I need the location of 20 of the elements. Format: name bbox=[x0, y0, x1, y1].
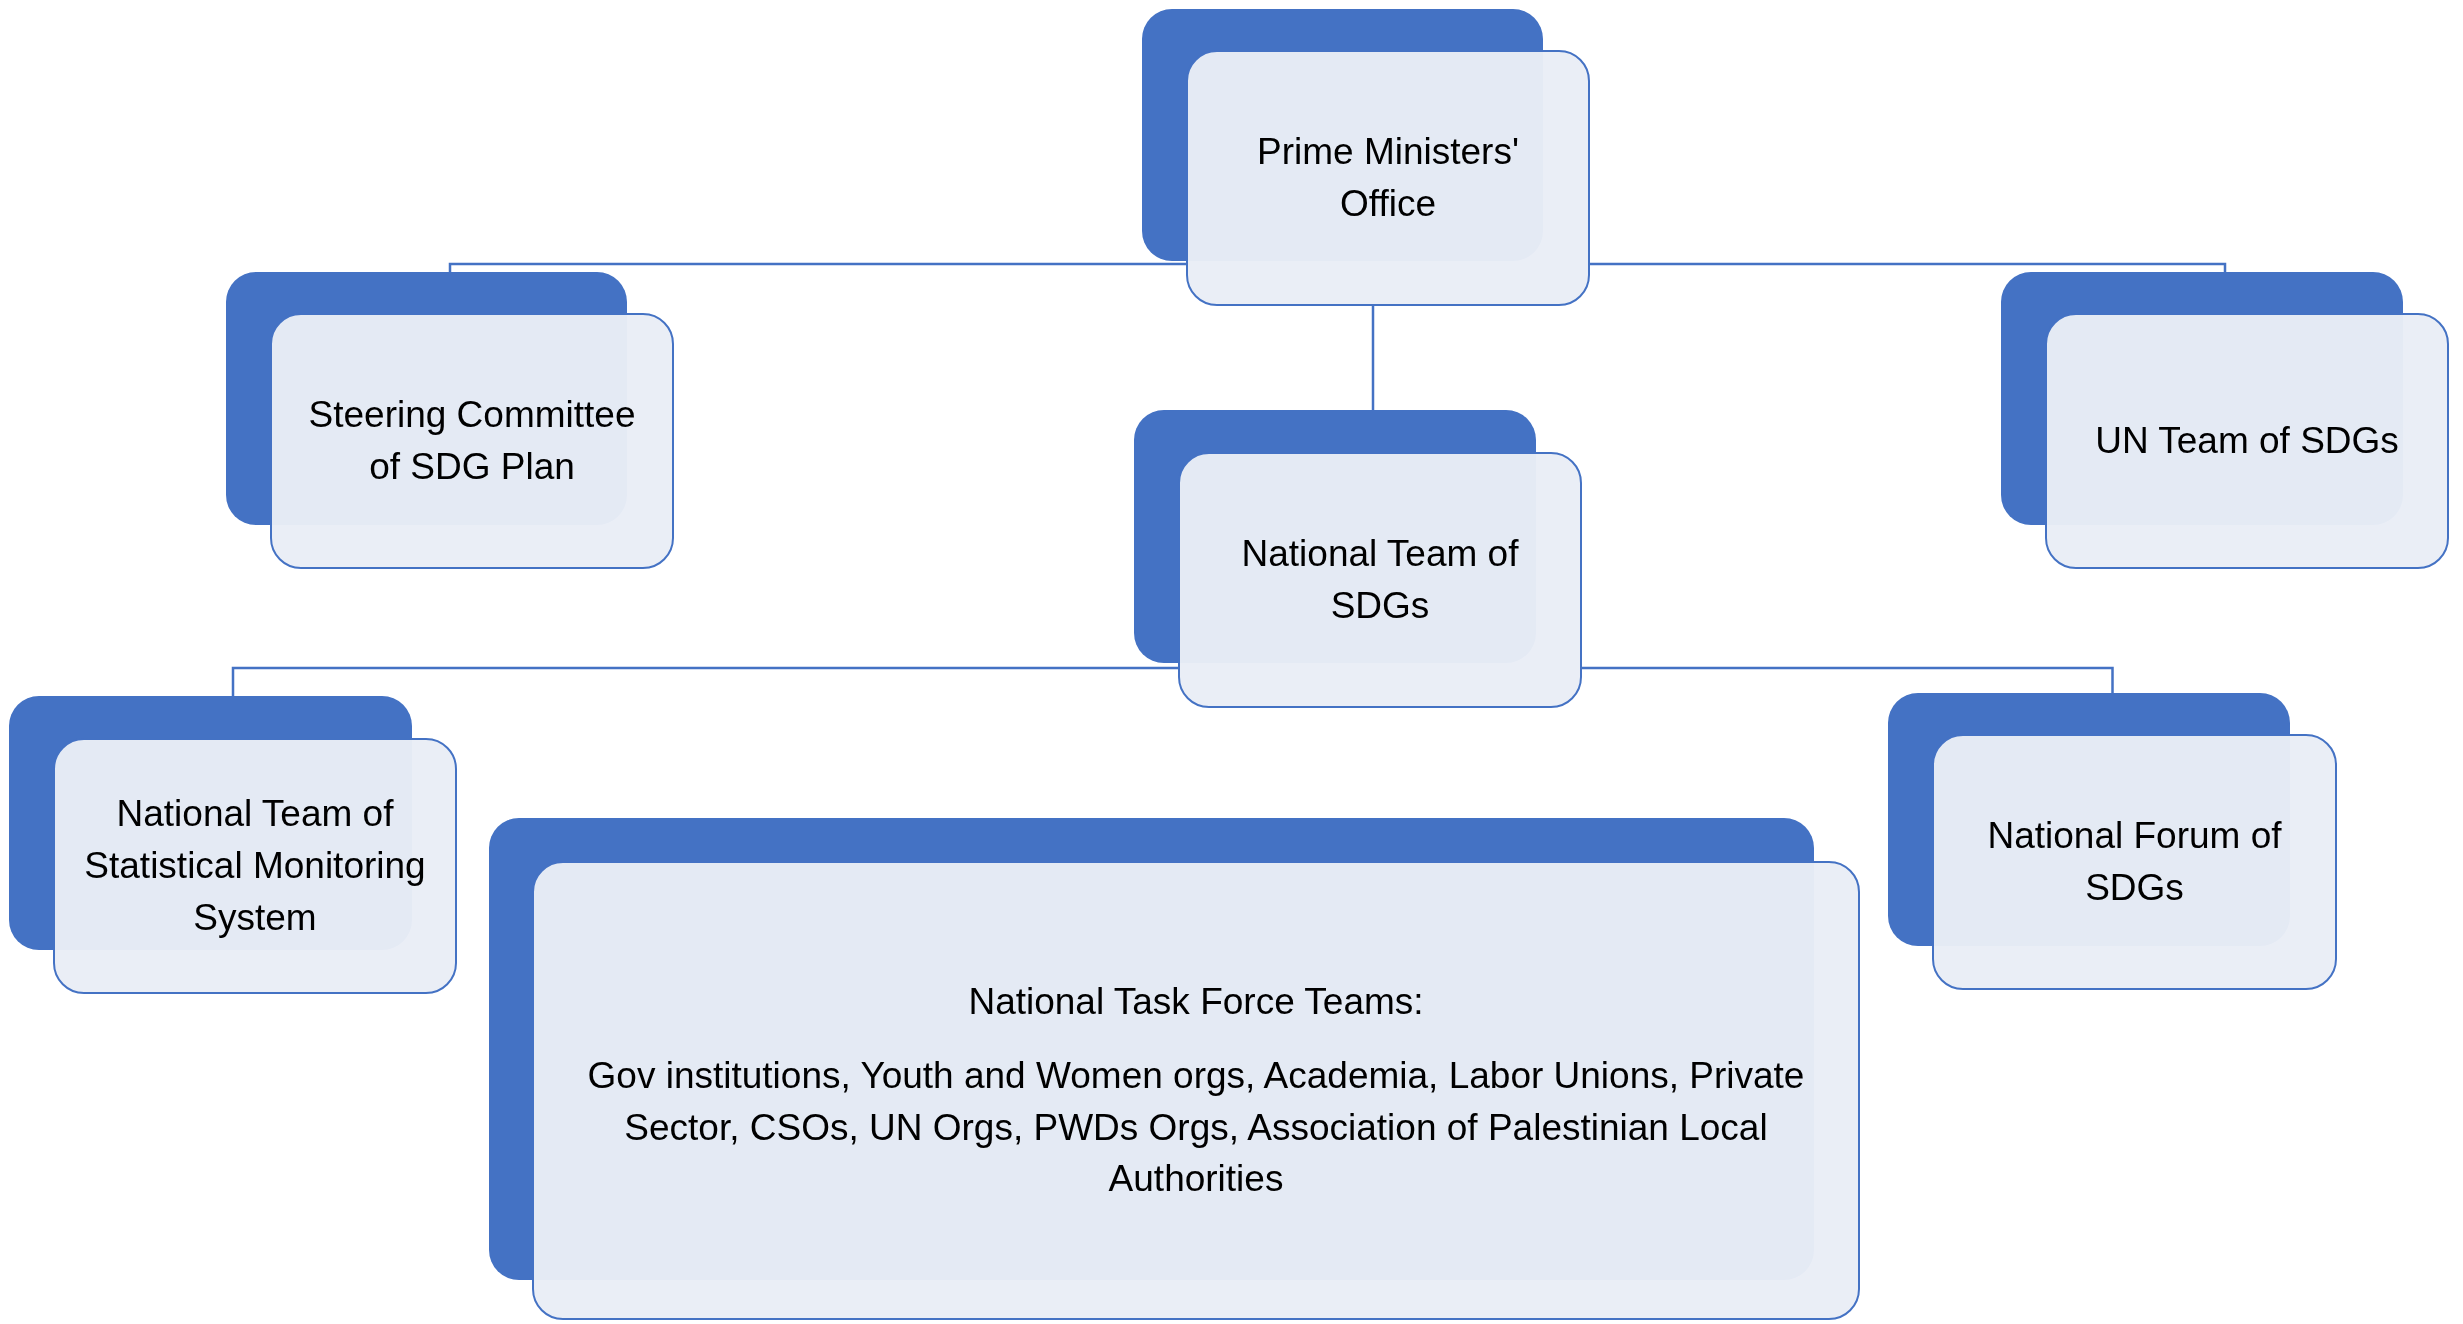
org-box bbox=[1888, 693, 2337, 990]
connector-line bbox=[231, 666, 1178, 696]
node-label: Prime Ministers' Office bbox=[1256, 130, 1520, 226]
node-label: National Team of Statistical Monitoring System bbox=[83, 792, 427, 940]
node-label: National Team of SDGs bbox=[1240, 532, 1520, 628]
connector-line bbox=[1371, 306, 1375, 410]
node-label: UN Team of SDGs bbox=[2095, 419, 2399, 464]
connector-line bbox=[448, 262, 1186, 272]
org-box bbox=[226, 272, 674, 569]
org-box bbox=[2001, 272, 2449, 569]
node-label: Gov institutions, Youth and Women orgs, Academia, Labor Unions, Private Sector, CSOs, UN Orgs, PWDs Orgs, Association of Palestinian Local Authorities bbox=[586, 1053, 1806, 1202]
node-label: Steering Committee of SDG Plan bbox=[307, 393, 637, 489]
org-box bbox=[1142, 9, 1590, 306]
node-label: National Forum of SDGs bbox=[1986, 814, 2283, 910]
connector-line bbox=[1582, 666, 2114, 693]
node-heading: National Task Force Teams: bbox=[968, 979, 1424, 1024]
connector-line bbox=[1590, 262, 2227, 272]
org-box bbox=[489, 818, 1860, 1320]
org-box bbox=[9, 696, 457, 994]
org-box bbox=[1134, 410, 1582, 708]
